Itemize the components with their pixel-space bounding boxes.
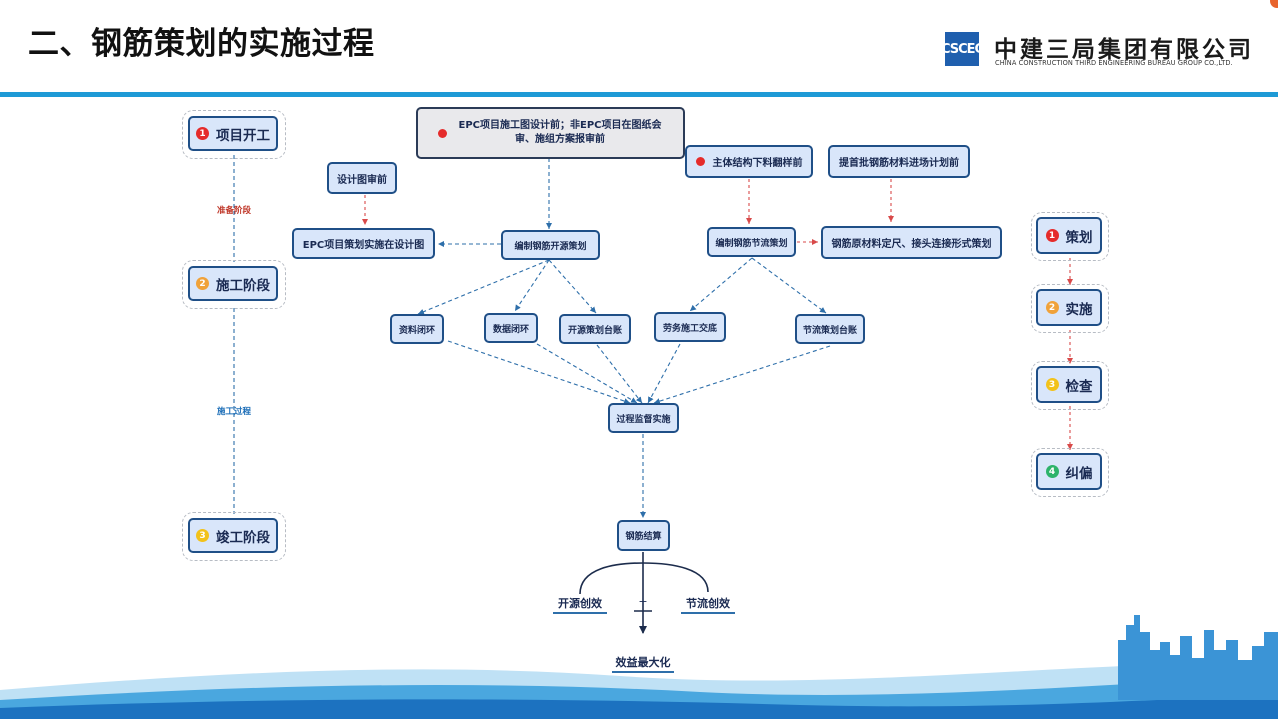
save-benefit-label: 节流创效 [686,597,730,610]
step-3-frame [1031,361,1109,410]
open-benefit-label: 开源创效 [558,597,602,610]
labor-brief-node: 劳务施工交底 [654,312,726,342]
stage-construction: 2 施工阶段 [188,266,278,301]
step-label: 纠偏 [1065,465,1093,482]
stage-completion: 3 竣工阶段 [188,518,278,553]
stage-number-icon: 2 [196,277,209,290]
step-number-icon: 2 [1045,301,1059,314]
plus-sign: + [638,595,648,608]
saving-plan-node: 编制钢筋节流策划 [707,227,796,257]
open-benefit-underline [553,612,607,614]
epc-plan-node: EPC项目策划实施在设计图 [292,228,435,259]
stage-label: 竣工阶段 [216,529,270,546]
source-plan-node: 编制钢筋开源策划 [501,230,600,260]
struct-trigger-text: 主体结构下料翻样前 [712,158,803,169]
corner-dot [1270,0,1278,8]
company-logo: CSCEC [941,32,984,66]
struct-trigger-node: 主体结构下料翻样前 [685,145,813,178]
source-ledger-node: 开源策划台账 [559,314,631,344]
stage-3-frame [182,512,286,561]
step-plan: 1 策划 [1036,217,1102,254]
red-dot-icon [695,157,705,166]
step-number-icon: 4 [1045,465,1059,478]
page-title: 二、钢筋策划的实施过程 [28,26,375,62]
top-trigger-node: EPC项目施工图设计前；非EPC项目在图纸会审、施组方案报审前 [416,107,685,159]
step-number-icon: 3 [1045,378,1059,391]
stage-label: 项目开工 [216,127,270,144]
red-dot-icon [438,128,447,138]
step-check: 3 检查 [1036,366,1102,403]
max-benefit-underline [612,671,674,673]
stage-number-icon: 3 [196,529,209,542]
supervise-node: 过程监督实施 [608,403,679,433]
step-1-frame [1031,212,1109,261]
company-name-en: CHINA CONSTRUCTION THIRD ENGINEERING BUR… [995,59,1233,67]
step-4-frame [1031,448,1109,497]
stage-2-frame [182,260,286,309]
phase-construction-label: 施工过程 [216,407,252,417]
step-number-icon: 1 [1045,229,1059,242]
step-label: 检查 [1065,378,1093,395]
design-review-node: 设计图审前 [327,162,397,194]
stage-number-icon: 1 [196,127,209,140]
step-correct: 4 纠偏 [1036,453,1102,490]
settlement-node: 钢筋结算 [617,520,670,551]
material-plan-node: 钢筋原材料定尺、接头连接形式策划 [821,226,1002,259]
stage-label: 施工阶段 [216,277,270,294]
company-name-cn: 中建三局集团有限公司 [994,37,1254,63]
data-close-node-1: 资料闭环 [390,314,444,344]
stage-project-start: 1 项目开工 [188,116,278,151]
material-trigger-node: 提首批钢筋材料进场计划前 [828,145,970,178]
step-2-frame [1031,284,1109,333]
save-benefit-underline [681,612,735,614]
phase-prepare-label: 准备阶段 [216,206,252,216]
saving-ledger-node: 节流策划台账 [795,314,865,344]
step-label: 实施 [1065,301,1093,318]
max-benefit-label: 效益最大化 [615,656,671,669]
step-label: 策划 [1065,229,1093,246]
data-close-node-2: 数据闭环 [484,313,538,343]
stage-1-frame [182,110,286,159]
step-implement: 2 实施 [1036,289,1102,326]
top-trigger-text: EPC项目施工图设计前；非EPC项目在图纸会审、施组方案报审前 [458,120,662,145]
header-divider [0,92,1278,97]
